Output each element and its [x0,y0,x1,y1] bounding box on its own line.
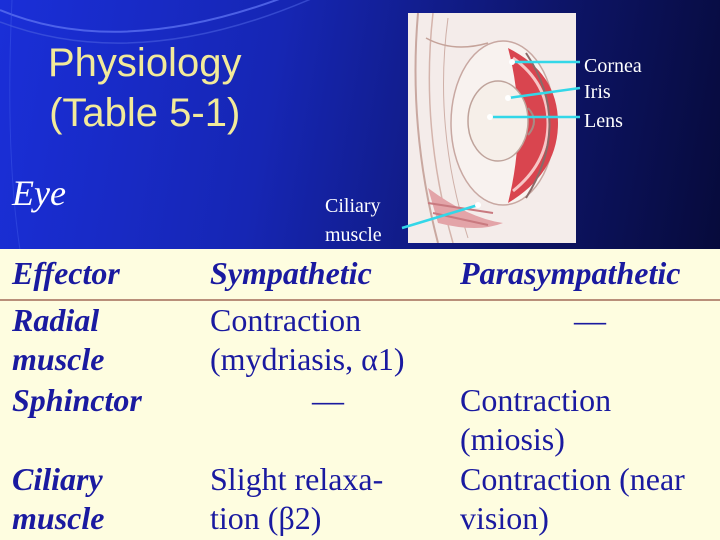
iris-label: Iris [584,81,611,103]
row2-effector: Sphinctor [12,382,142,418]
ciliary-label-line-2: muscle [325,224,382,246]
header-sympathetic: Sympathetic [210,255,372,291]
lens-label: Lens [584,110,623,132]
row3-effector-line1: Ciliary [12,461,103,497]
header-divider [0,299,720,301]
row1-sympathetic-line2: (mydriasis, α1) [210,341,405,377]
background-swoosh [0,0,311,250]
ciliary-label-line-1: Ciliary [325,195,381,217]
row3-parasympathetic-line1: Contraction (near [460,461,685,497]
eye-cross-section-illustration [408,13,576,243]
row3-parasympathetic-line2: vision) [460,500,549,536]
title-line-1: Physiology [48,41,242,85]
effector-table: Effector Sympathetic Parasympathetic Rad… [0,249,720,540]
slide-title: Physiology (Table 5-1) [48,38,241,138]
row3-sympathetic-line2: tion (β2) [210,500,322,536]
row1-sympathetic-line1: Contraction [210,302,362,338]
row1-parasympathetic: — [574,302,606,338]
row2-sympathetic: — [312,382,344,418]
section-label: Eye [12,173,66,213]
row1-effector-line2: muscle [12,341,105,377]
header-parasympathetic: Parasympathetic [460,255,681,291]
title-line-2: (Table 5-1) [49,91,241,135]
row2-parasympathetic-line1: Contraction [460,382,612,418]
header-effector: Effector [12,255,120,291]
row2-parasympathetic-line2: (miosis) [460,421,565,457]
cornea-label: Cornea [584,55,642,77]
row1-effector-line1: Radial [12,302,100,338]
row3-effector-line2: muscle [12,500,105,536]
row3-sympathetic-line1: Slight relaxa- [210,461,384,497]
